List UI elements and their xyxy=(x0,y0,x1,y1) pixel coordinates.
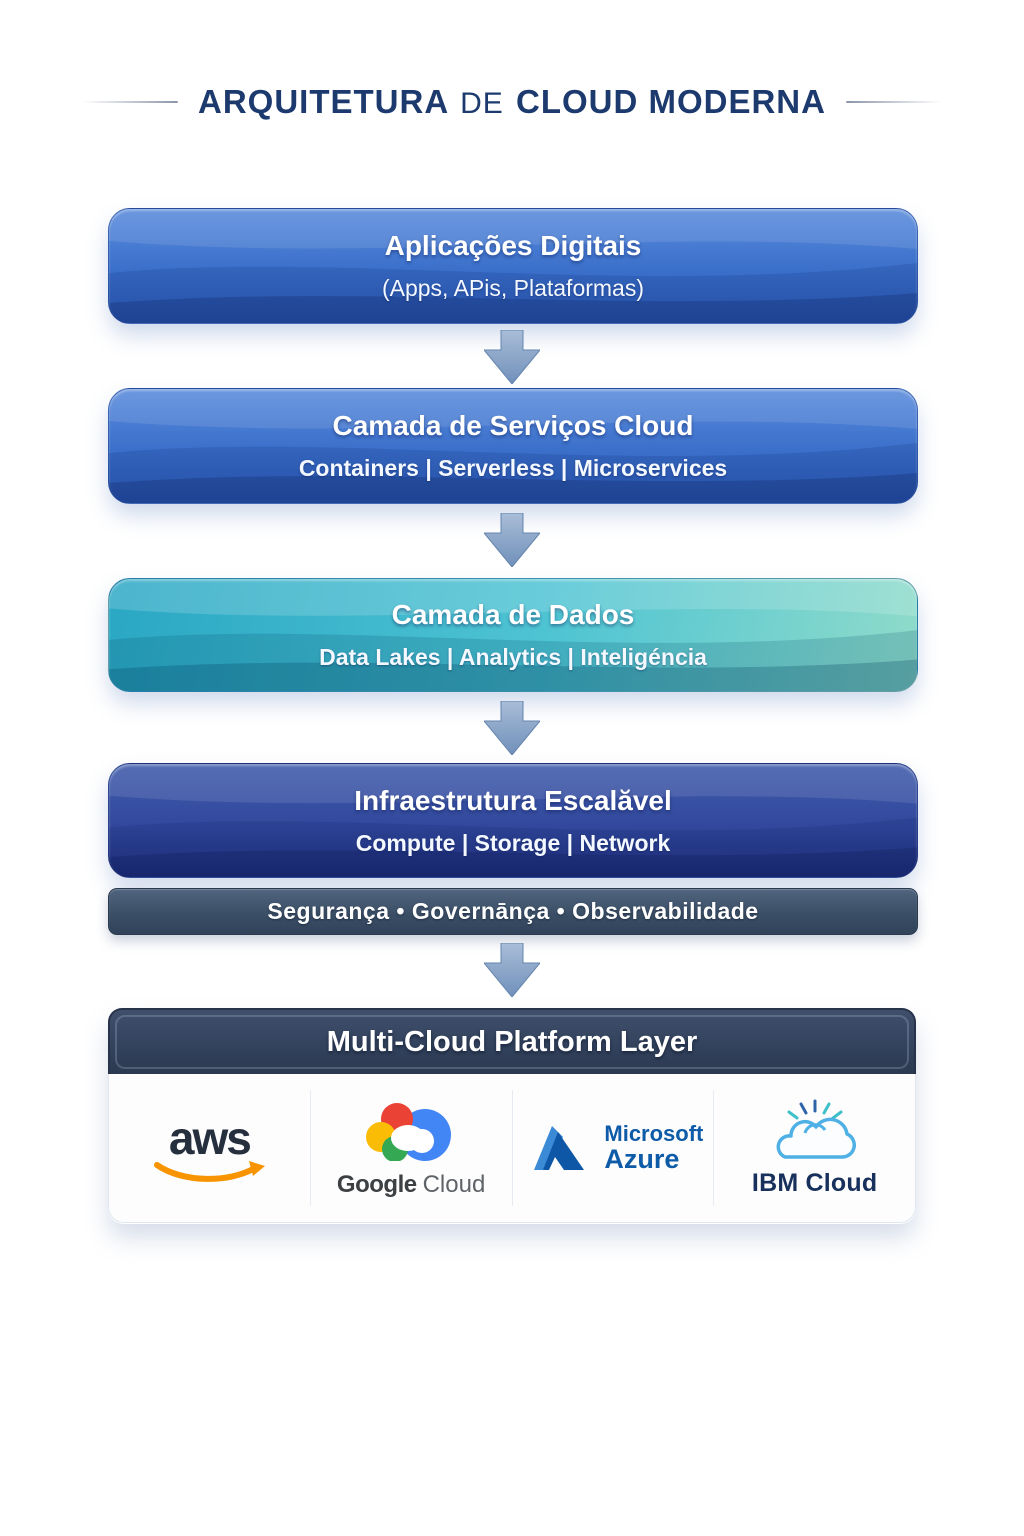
provider-ibm-cloud: IBM Cloud xyxy=(714,1074,915,1222)
multi-cloud-title: Multi-Cloud Platform Layer xyxy=(326,1025,698,1058)
provider-divider xyxy=(713,1090,715,1206)
ibm-cloud-label: IBM Cloud xyxy=(751,1168,878,1197)
page-header: ARQUITETURA DE CLOUD MODERNA xyxy=(0,78,1024,126)
page-title-part3: CLOUD MODERNA xyxy=(515,83,826,120)
down-arrow-icon xyxy=(484,330,540,384)
provider-microsoft-azure: Microsoft Azure xyxy=(513,1074,714,1222)
google-cloud-icon xyxy=(361,1103,462,1165)
wave-decoration xyxy=(109,389,917,503)
layer-title: Camada de Dados xyxy=(391,599,635,630)
wave-decoration xyxy=(109,579,917,691)
layer-subtitle: Compute | Storage | Network xyxy=(355,829,671,856)
cloud-word: Cloud xyxy=(422,1171,486,1198)
page-title-part1: ARQUITETURA xyxy=(198,83,448,120)
provider-aws: aws xyxy=(109,1074,310,1222)
layer-subtitle: Containers | Serverless | Microservices xyxy=(298,455,728,481)
aws-wordmark: aws xyxy=(168,1112,252,1164)
azure-word: Azure xyxy=(604,1144,680,1175)
multi-cloud-header: Multi-Cloud Platform Layer xyxy=(108,1008,916,1074)
layer-subtitle: Data Lakes | Analytics | Inteligéncia xyxy=(319,644,707,670)
layer-dados: Camada de Dados Data Lakes | Analytics |… xyxy=(108,578,918,692)
layer-title: Aplicações Digitais xyxy=(384,230,642,261)
security-governance-bar: Segurança • Governānça • Observabilidade xyxy=(108,888,918,935)
aws-smile-arrow-icon xyxy=(154,1161,266,1182)
ibm-cloud-icon xyxy=(776,1099,856,1159)
down-arrow-icon xyxy=(484,943,540,997)
multi-cloud-panel: Multi-Cloud Platform Layer aws xyxy=(108,1008,916,1224)
layer-aplicacoes-digitais: Aplicações Digitais (Apps, APis, Platafo… xyxy=(108,208,918,324)
wave-decoration xyxy=(109,209,917,323)
layer-infraestrutura: Infraestrutura Escalăvel Compute | Stora… xyxy=(108,763,918,878)
page-title: ARQUITETURA DE CLOUD MODERNA xyxy=(198,83,826,121)
down-arrow-icon xyxy=(484,513,540,567)
page-title-part2: DE xyxy=(460,87,504,120)
title-decoration-line-right xyxy=(845,101,942,103)
title-decoration-line-left xyxy=(82,101,179,103)
down-arrow-icon xyxy=(484,701,540,755)
layer-subtitle: (Apps, APis, Plataformas) xyxy=(381,275,645,301)
azure-triangle-icon xyxy=(534,1126,585,1170)
layer-title: Infraestrutura Escalăvel xyxy=(354,784,672,816)
google-word: Google xyxy=(336,1171,417,1198)
provider-divider xyxy=(511,1090,513,1206)
provider-divider xyxy=(309,1090,311,1206)
azure-label: Microsoft Azure xyxy=(604,1121,704,1175)
layer-servicos-cloud: Camada de Serviços Cloud Containers | Se… xyxy=(108,388,918,504)
layer-title: Camada de Serviços Cloud xyxy=(332,410,694,441)
wave-decoration xyxy=(109,764,917,877)
security-bar-label: Segurança • Governānça • Observabilidade xyxy=(267,898,759,924)
microsoft-word: Microsoft xyxy=(604,1121,704,1147)
